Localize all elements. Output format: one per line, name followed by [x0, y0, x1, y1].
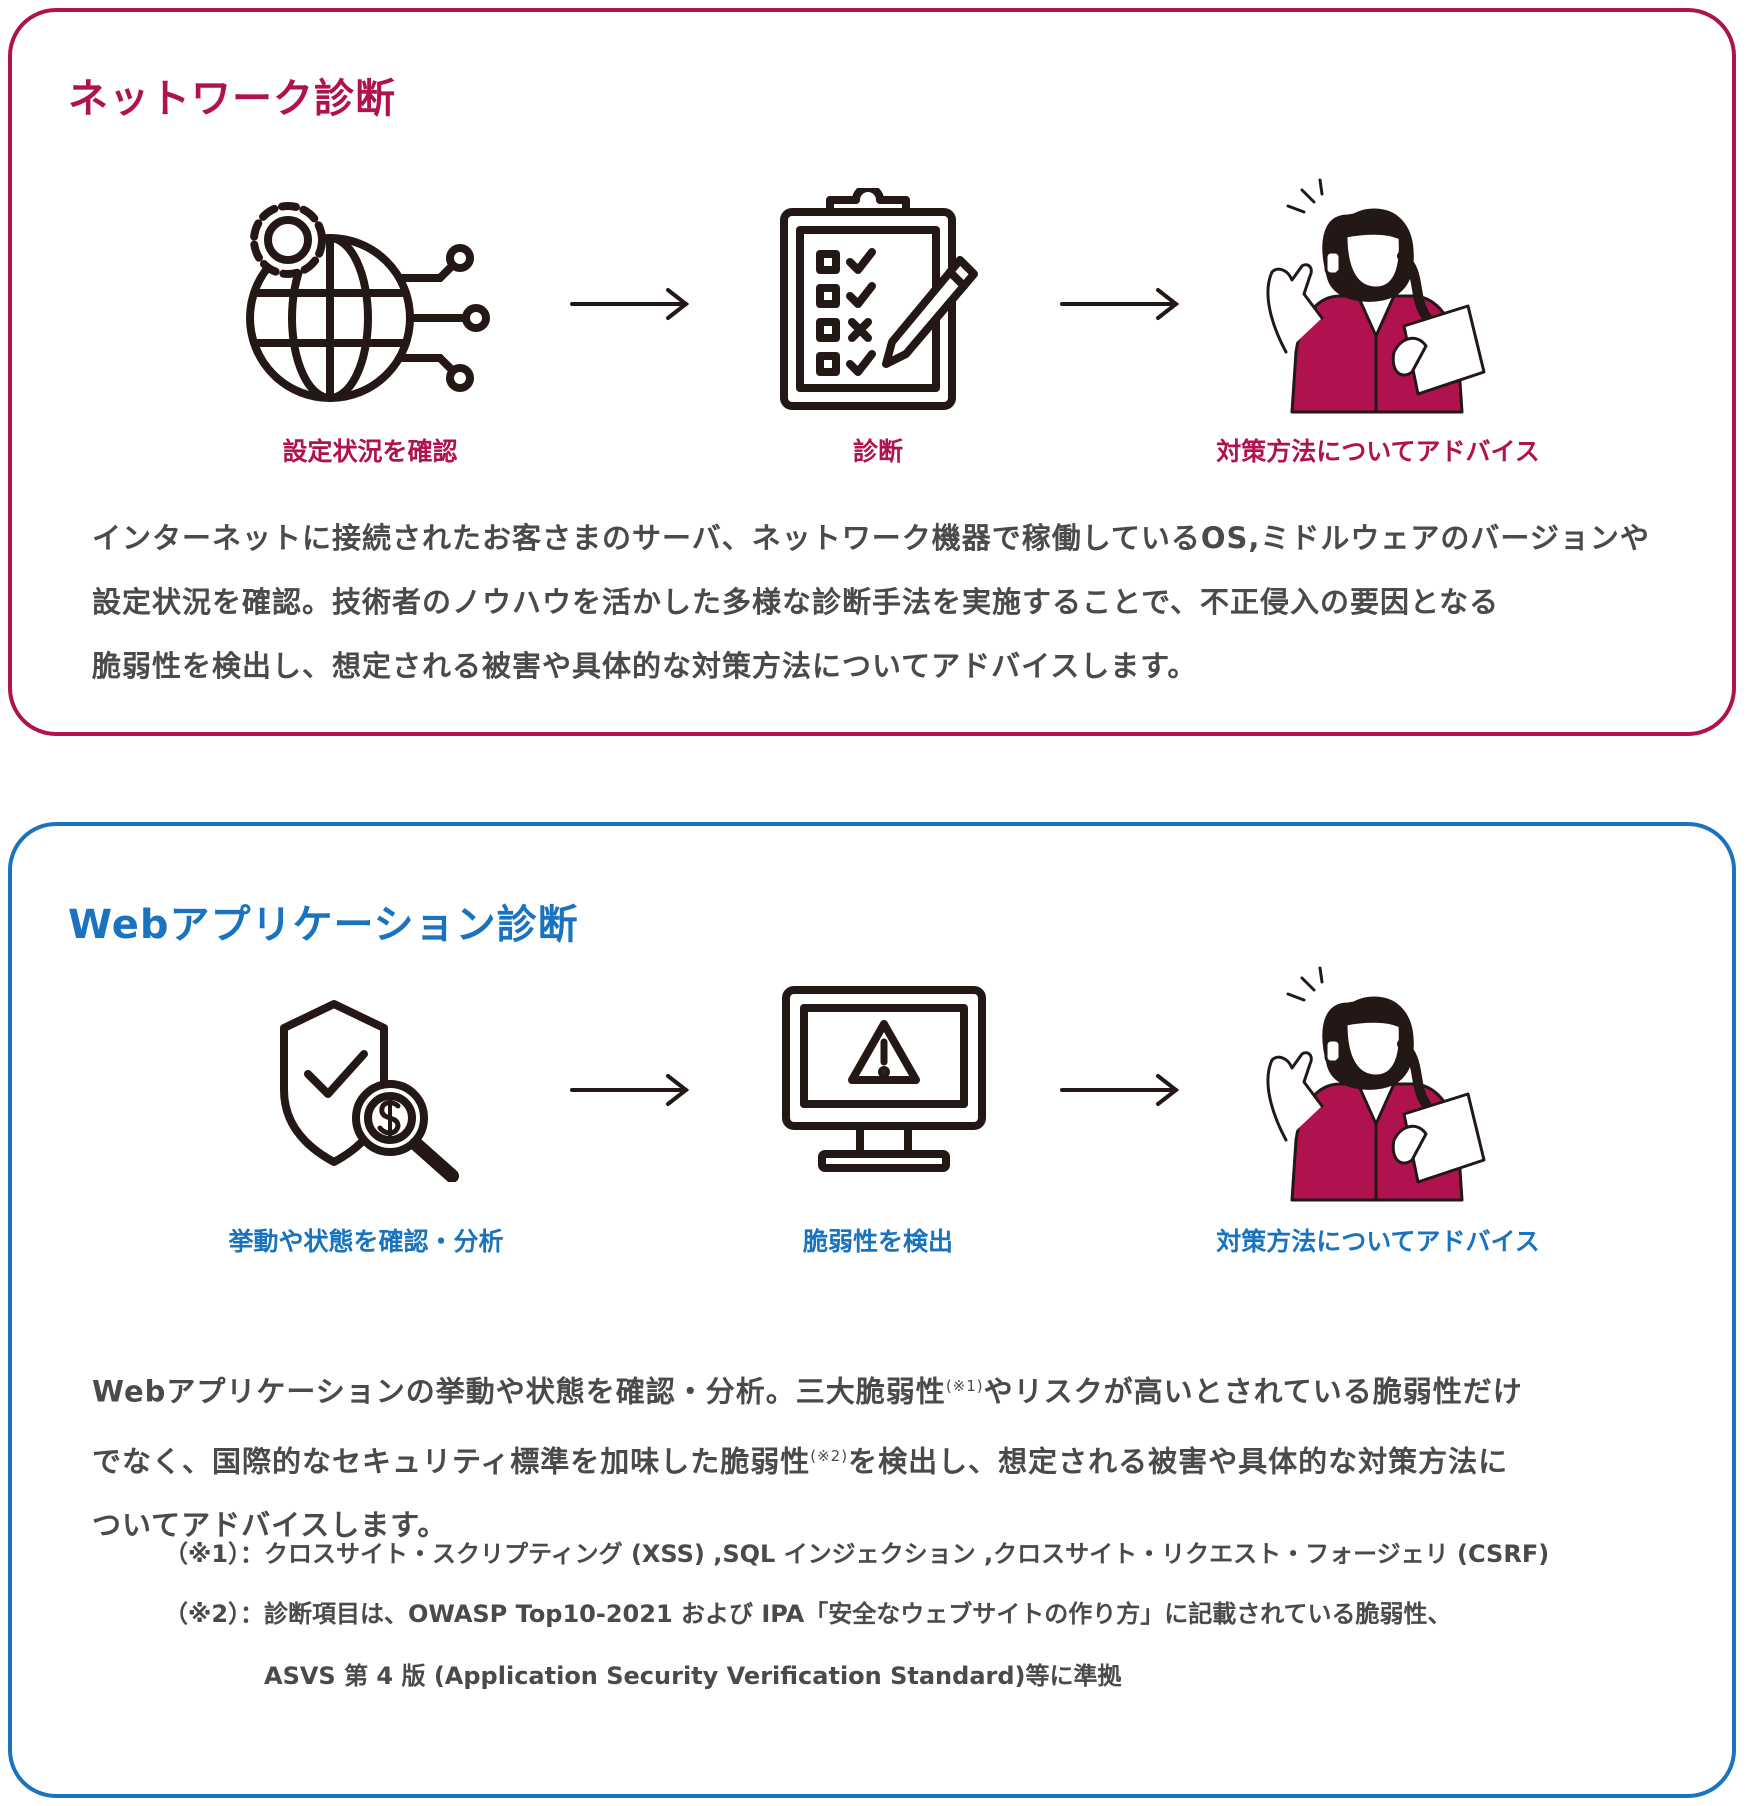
description-line: でなく、国際的なセキュリティ標準を加味した脆弱性(※2)を検出し、想定される被害… — [92, 1444, 1509, 1479]
arrow-right-icon — [1060, 288, 1180, 320]
step-label-check-analyze: 挙動や状態を確認・分析 — [228, 1227, 504, 1256]
step-label-advice: 対策方法についてアドバイス — [1216, 437, 1540, 466]
footnote-ref-1: (※1) — [945, 1377, 984, 1395]
step-label-check-settings: 設定状況を確認 — [282, 437, 458, 466]
globe-gear-network-icon — [246, 202, 490, 402]
footnote-ref-2: (※2) — [810, 1446, 849, 1465]
description-line: Webアプリケーションの挙動や状態を確認・分析。三大脆弱性(※1)やリスクが高い… — [92, 1374, 1523, 1409]
footnote-2-continued: ASVS 第 4 版 (Application Security Verific… — [264, 1662, 1122, 1690]
step-label-advice: 対策方法についてアドバイス — [1216, 1227, 1540, 1256]
advisor-woman-headset-icon — [1266, 178, 1486, 414]
step-label-diagnosis: 診断 — [852, 437, 903, 466]
web-description: Webアプリケーションの挙動や状態を確認・分析。三大脆弱性(※1)やリスクが高い… — [92, 1354, 1692, 1557]
footnote-1: （※1）：クロスサイト・スクリプティング (XSS) ,SQL インジェクション… — [164, 1540, 1550, 1568]
advisor-woman-headset-icon — [1266, 966, 1486, 1202]
arrow-right-icon — [570, 288, 690, 320]
clipboard-checklist-icon — [780, 188, 978, 410]
shield-magnifier-icon — [280, 1000, 459, 1182]
arrow-right-icon — [1060, 1074, 1180, 1106]
description-line: インターネットに接続されたお客さまのサーバ、ネットワーク機器で稼働しているOS,… — [92, 521, 1650, 555]
web-application-diagnosis-card: Webアプリケーション診断 — [8, 822, 1736, 1798]
network-title: ネットワーク診断 — [68, 76, 396, 122]
network-description: インターネットに接続されたお客さまのサーバ、ネットワーク機器で稼働しているOS,… — [92, 506, 1692, 698]
description-line: 脆弱性を検出し、想定される被害や具体的な対策方法についてアドバイスします。 — [92, 649, 1198, 683]
monitor-warning-icon — [782, 986, 986, 1172]
footnote-2: （※2）：診断項目は、OWASP Top10-2021 および IPA「安全なウ… — [164, 1600, 1452, 1628]
web-title: Webアプリケーション診断 — [68, 902, 579, 948]
network-diagnosis-card: ネットワーク診断 — [8, 8, 1736, 736]
description-line: ついてアドバイスします。 — [92, 1508, 448, 1543]
description-line: 設定状況を確認。技術者のノウハウを活かした多様な診断手法を実施することで、不正侵… — [92, 585, 1500, 619]
step-label-detect-vulnerability: 脆弱性を検出 — [802, 1227, 953, 1256]
arrow-right-icon — [570, 1074, 690, 1106]
